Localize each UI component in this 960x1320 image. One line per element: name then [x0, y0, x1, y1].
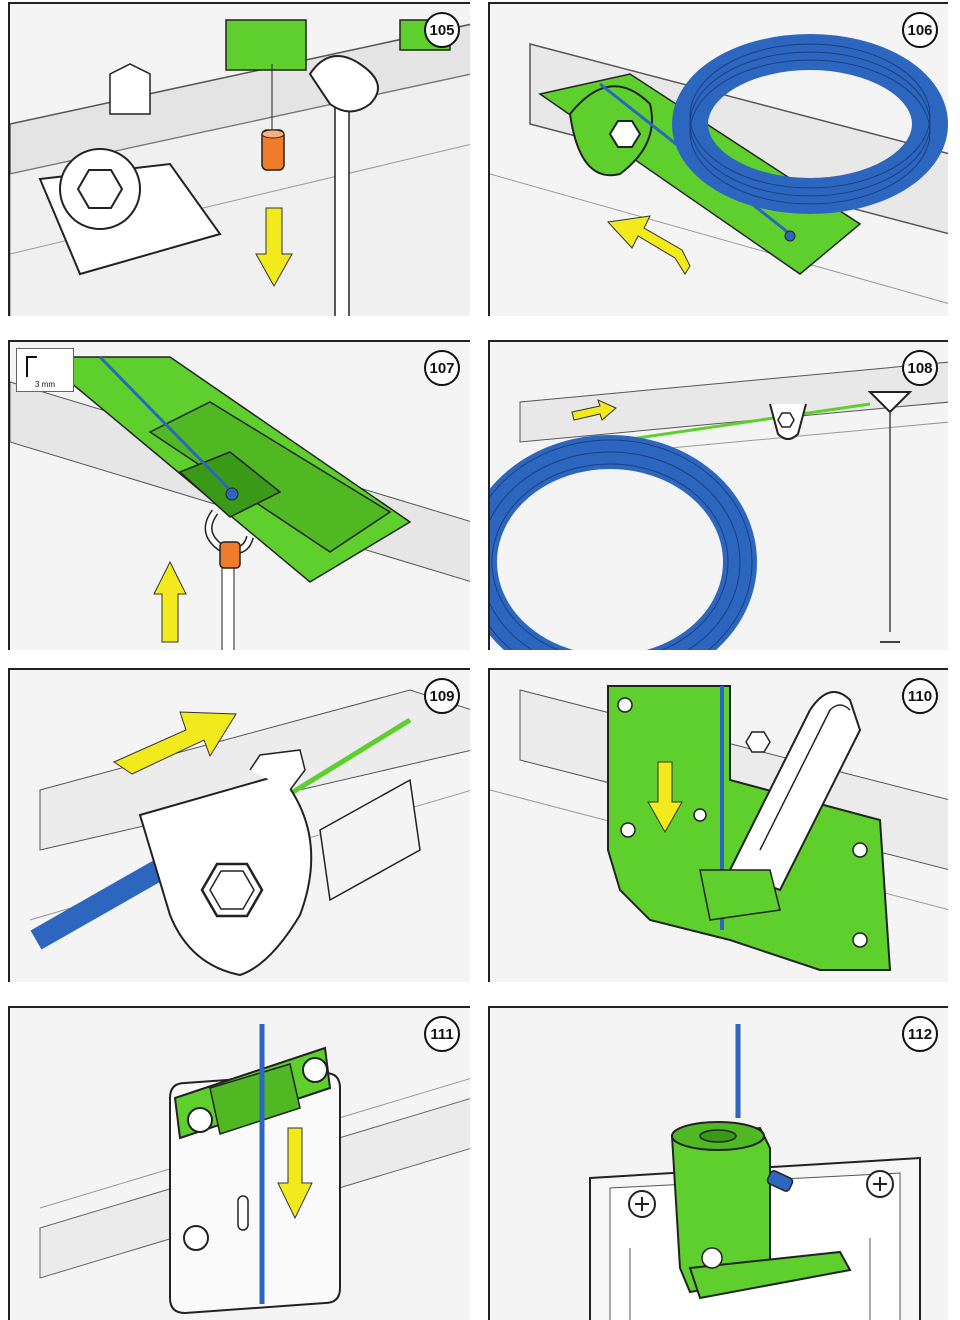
illustration-108 [490, 361, 948, 650]
illustration-109 [29, 689, 470, 977]
hex-nut-icon [745, 731, 771, 753]
arrow-left-icon [606, 215, 691, 275]
screw-icon [187, 1107, 213, 1133]
step-number-badge: 108 [902, 350, 938, 386]
tool-indicator: 3 mm [16, 348, 74, 392]
hex-nut-icon [608, 120, 642, 148]
illustration-111 [39, 1024, 470, 1315]
step-number-badge: 109 [424, 678, 460, 714]
panel-110: 110 [488, 668, 948, 982]
arrow-down-icon [277, 1127, 313, 1220]
arrow-down-icon [255, 207, 293, 288]
screw-icon [302, 1057, 328, 1083]
illustration-107 [10, 355, 470, 650]
step-number-badge: 112 [902, 1016, 938, 1052]
step-number-badge: 106 [902, 12, 938, 48]
panel-112: 112 [488, 1006, 948, 1320]
arrow-right-icon [571, 399, 617, 421]
arrow-up-icon [153, 560, 187, 643]
illustration-105 [10, 19, 470, 316]
allen-key-icon [26, 356, 37, 377]
hex-nut-icon [76, 169, 124, 209]
arrow-right-icon [112, 711, 237, 775]
panel-109: 109 [8, 668, 470, 982]
step-number-badge: 110 [902, 678, 938, 714]
illustration-112 [589, 1024, 921, 1320]
panel-111: 111 [8, 1006, 470, 1320]
panel-106: 106 [488, 2, 948, 316]
step-number-badge: 107 [424, 350, 460, 386]
illustration-106 [490, 34, 948, 304]
panel-108: 108 [488, 340, 948, 650]
step-number-badge: 105 [424, 12, 460, 48]
panel-107: 3 mm 107 [8, 340, 470, 650]
step-number-badge: 111 [424, 1016, 460, 1052]
illustration-110 [490, 685, 948, 971]
panel-105: 105 [8, 2, 470, 316]
hex-nut-icon [777, 412, 795, 428]
screw-icon [183, 1225, 209, 1251]
tool-size-label: 3 mm [35, 380, 55, 389]
arrow-down-icon [647, 761, 683, 834]
